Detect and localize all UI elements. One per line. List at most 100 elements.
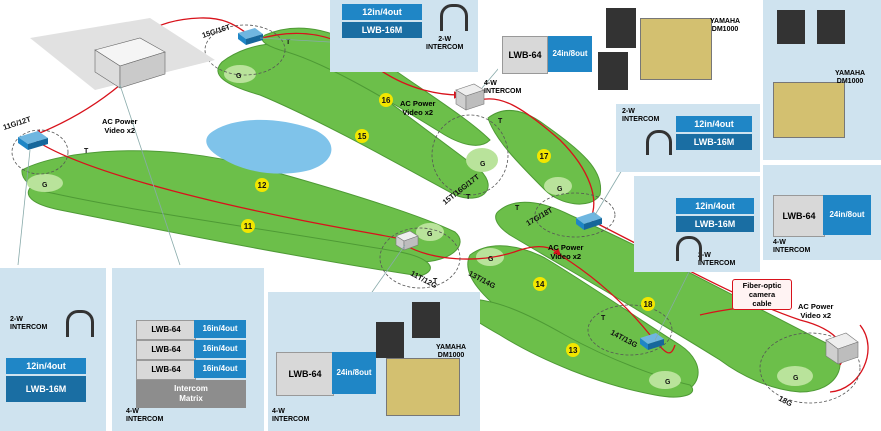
panel-right-mixer: YAMAHA DM1000 — [763, 0, 881, 160]
ac-power-video-label-mid: AC Power Video x2 — [548, 243, 584, 261]
fairway-18 — [495, 201, 841, 393]
panel-17g-equipment: 12in/4out LWB-16M 2-W INTERCOM — [616, 104, 760, 172]
lwb64-unit: LWB-64 — [136, 340, 196, 360]
cable-18g-loop — [829, 324, 869, 393]
ac-power-video-label-left: AC Power Video x2 — [102, 117, 138, 135]
hole-marker-12 — [255, 178, 269, 192]
location-loops — [11, 24, 861, 404]
panel-11g-equipment: 2-W INTERCOM 12in/4out LWB-16M — [0, 268, 106, 431]
io-module-12in4out: 12in/4out — [676, 198, 754, 214]
green-13g — [649, 371, 681, 389]
lwb16m-unit: LWB-16M — [676, 134, 752, 150]
field-device-11g-front — [28, 138, 48, 150]
headset-icon — [646, 130, 672, 155]
headset-icon — [66, 310, 94, 337]
field-device-11g-side — [18, 137, 28, 150]
field-device-15g-side — [238, 33, 246, 45]
green-17g — [544, 177, 572, 195]
io-module-16in4out: 16in/4out — [194, 340, 246, 358]
loop-14t-13g — [587, 304, 673, 356]
location-11g-12t: 11G/12T — [2, 114, 33, 132]
junction-18g-front — [837, 341, 859, 365]
io-module-16in4out: 16in/4out — [194, 320, 246, 338]
green-letter: G — [557, 186, 563, 193]
lwb16m-unit: LWB-16M — [6, 376, 86, 402]
hole-17-label: 17 — [540, 152, 549, 161]
cable-16g-to-17 — [479, 98, 595, 221]
lwb16m-unit: LWB-16M — [676, 216, 754, 232]
field-device-17g-front — [584, 218, 602, 230]
loop-15g-16t — [204, 24, 286, 76]
monitor-icon — [598, 52, 628, 90]
tee-letter: T — [601, 315, 606, 322]
cable-12-course — [34, 139, 406, 241]
intercom-4w-label: 4-W INTERCOM — [272, 408, 310, 423]
ac-power-video-label-top: AC Power Video x2 — [400, 99, 436, 117]
intercom-4w-label: 4-W INTERCOM — [773, 239, 811, 254]
headset-icon — [440, 4, 468, 31]
hole-markers: 11 12 13 14 15 16 17 18 — [241, 93, 655, 357]
panel-13g-equipment: 12in/4out LWB-16M 2-W INTERCOM — [634, 176, 760, 272]
panel-15g-equipment: 12in/4out LWB-16M 2-W INTERCOM — [330, 0, 478, 72]
headset-icon — [676, 236, 702, 261]
field-device-17g-side — [576, 218, 584, 230]
lwb64-unit: LWB-64 — [136, 360, 196, 380]
tee-letter: T — [466, 194, 471, 201]
tee-letter: T — [498, 118, 503, 125]
monitor-icon — [376, 322, 404, 358]
cable-truck-to-12t — [33, 84, 121, 137]
loop-11t-12g — [379, 227, 461, 289]
location-18g: 18G — [777, 394, 794, 409]
yamaha-label: YAMAHA DM1000 — [436, 344, 467, 359]
tee-green-letters: T G T G T G T G T G T G T G G — [42, 39, 799, 386]
green-letter: G — [427, 231, 433, 238]
monitor-icon — [817, 10, 845, 44]
green-letter: G — [42, 182, 48, 189]
intercom-2w-label: 2-W INTERCOM — [426, 36, 464, 51]
intercom-2w-label: 2-W INTERCOM — [622, 108, 660, 123]
intercom-2w-label: 2-W INTERCOM — [10, 316, 48, 331]
fairways — [21, 27, 841, 398]
tee-letter: T — [433, 278, 438, 285]
connector-15g — [259, 37, 331, 43]
fiber-optic-label: Fiber-optic camera cable — [732, 279, 792, 310]
tee-letter: T — [84, 148, 89, 155]
field-device-11g-top — [18, 131, 48, 144]
intercom-2w-label: 2-W INTERCOM — [698, 252, 736, 267]
lwb64-unit: LWB-64 — [136, 320, 196, 340]
mixing-console-icon — [386, 358, 460, 416]
io-module-24in8out: 24in/8out — [823, 195, 871, 235]
mixing-console-icon — [773, 82, 845, 138]
field-device-17g-top — [576, 212, 602, 224]
lwb64-unit: LWB-64 — [502, 36, 548, 74]
loop-17g-18t — [534, 192, 616, 238]
lwb16m-unit: LWB-16M — [342, 22, 422, 38]
hole-15-label: 15 — [358, 132, 367, 141]
water-hazard — [206, 119, 332, 174]
hole-16-label: 16 — [382, 96, 391, 105]
green-letter: G — [793, 375, 799, 382]
mixing-console-icon — [640, 18, 712, 80]
monitor-icon — [412, 302, 440, 338]
lwb64-unit: LWB-64 — [276, 352, 334, 396]
green-letter: G — [480, 161, 486, 168]
intercom-4w-label: 4-W INTERCOM — [126, 408, 164, 423]
field-devices — [18, 28, 859, 365]
green-18g — [777, 366, 813, 386]
field-device-13g-front — [648, 339, 664, 350]
hole-marker-14 — [533, 277, 547, 291]
loop-18g — [759, 332, 861, 404]
connector-13g — [654, 269, 691, 341]
io-module-24in8out: 24in/8out — [548, 36, 592, 72]
hole-marker-15 — [355, 129, 369, 143]
hole-marker-11 — [241, 219, 255, 233]
yamaha-label: YAMAHA DM1000 — [835, 70, 866, 85]
io-module-24in8out: 24in/8out — [332, 352, 376, 394]
green-letter: G — [236, 73, 242, 80]
hole-marker-17 — [537, 149, 551, 163]
connector-11g — [17, 149, 31, 266]
location-15g-16t: 15G/16T — [201, 22, 232, 40]
panel-12g-mixer: LWB-64 24in/8out 4-W INTERCOM YAMAHA DM1… — [268, 292, 480, 431]
panel-16g-mixer: LWB-64 24in/8out 4-W INTERCOM YAMAHA DM1… — [484, 0, 760, 96]
